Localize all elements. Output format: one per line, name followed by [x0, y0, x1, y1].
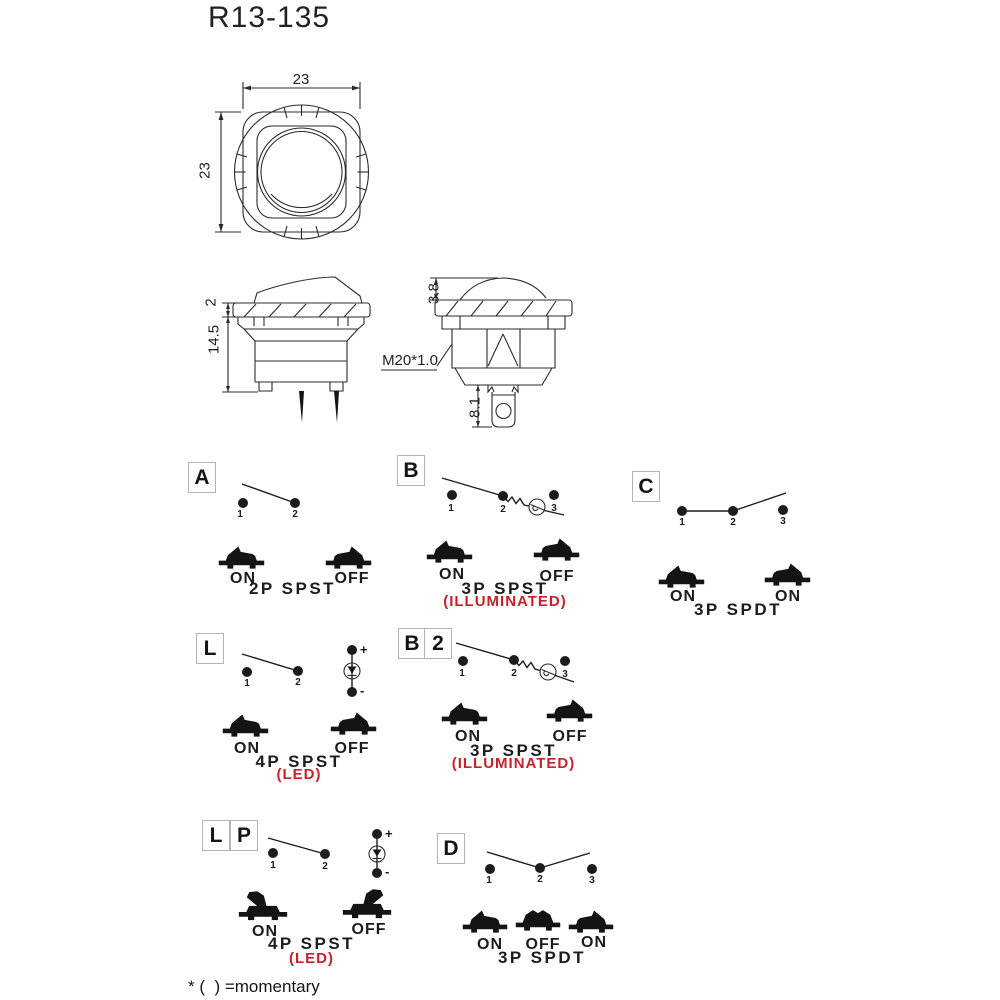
terminal-number: 3: [589, 875, 595, 886]
page-title: R13-135: [208, 1, 331, 34]
terminal-number: 2: [511, 668, 517, 679]
panel-b: B 1 2 3 ON OFF 3P SPST (ILLUMINATED): [393, 448, 613, 613]
terminal-number: 1: [486, 875, 492, 886]
panel-b-letter: B: [397, 455, 425, 486]
rocker-on-icon: [568, 910, 614, 933]
paddle-on-icon: [238, 891, 288, 921]
position-label: ON: [252, 923, 278, 940]
switch-type-label: 3P SPDT: [497, 948, 587, 967]
top-view-drawing: [215, 82, 370, 240]
rocker-on-icon: [462, 910, 508, 933]
panel-l-letter: L: [196, 633, 224, 664]
panel-b2-letter: 2: [424, 628, 452, 659]
panel-lp-letter: P: [230, 820, 258, 851]
position-label: ON: [455, 728, 481, 745]
panel-l-circuit: [241, 645, 361, 697]
panel-a-letter: A: [188, 462, 216, 493]
panel-lp-letter: L: [202, 820, 230, 851]
position-label: OFF: [525, 936, 561, 953]
panel-l: L + - 1 2 ON OFF 4P SPST (LED): [190, 623, 410, 788]
terminal-number: 2: [500, 504, 506, 515]
led-minus-sign: -: [360, 683, 365, 698]
rocker-on-icon: [218, 546, 265, 569]
switch-note: (LED): [276, 766, 322, 783]
terminal-number: 2: [537, 874, 543, 885]
rocker-on-icon: [441, 702, 488, 725]
rocker-on-icon: [764, 563, 811, 586]
led-plus-sign: +: [385, 826, 393, 841]
switch-note: (ILLUMINATED): [451, 755, 576, 772]
panel-d-letter: D: [437, 833, 465, 864]
position-label: ON: [775, 588, 801, 605]
rocker-off-icon: [330, 712, 377, 735]
rocker-off-icon: [325, 546, 372, 569]
switch-type-label: 3P SPST: [469, 741, 558, 760]
position-label: OFF: [334, 570, 370, 587]
side-view-right-drawing: [381, 277, 573, 428]
position-label: ON: [230, 570, 256, 587]
terminal-number: 2: [322, 861, 328, 872]
switch-type-label: 3P SPST: [461, 579, 549, 598]
position-label: OFF: [552, 728, 588, 745]
switch-type-label: 4P SPST: [267, 934, 356, 953]
terminal-number: 1: [459, 668, 465, 679]
dim-flange-thickness: 2: [202, 298, 220, 307]
switch-note: (LED): [289, 950, 334, 967]
terminal-number: 2: [292, 509, 298, 520]
position-label: ON: [670, 588, 696, 605]
rocker-center-icon: [515, 910, 561, 931]
panel-d: D 1 2 3 ON OFF ON 3P SPDT: [428, 818, 658, 978]
panel-b-circuit: [441, 477, 565, 516]
terminal-number: 1: [244, 678, 250, 689]
position-label: OFF: [351, 921, 387, 938]
position-label: OFF: [334, 740, 370, 757]
terminal-number: 3: [780, 516, 786, 527]
rocker-on-icon: [658, 565, 705, 588]
rocker-off-icon: [546, 699, 593, 722]
rocker-on-icon: [222, 714, 269, 737]
terminal-number: 1: [679, 517, 685, 528]
panel-a-circuit: [238, 483, 300, 508]
panel-d-circuit: [485, 851, 597, 874]
terminal-number: 1: [448, 503, 454, 514]
switch-note: (ILLUMINATED): [443, 593, 567, 610]
position-label: ON: [234, 740, 260, 757]
panel-c: C 1 2 3 ON ON 3P SPDT: [625, 458, 845, 619]
switch-type-label: 3P SPDT: [693, 600, 783, 619]
dim-top-width: 23: [292, 71, 310, 88]
momentary-footnote: * ( ) =momentary: [188, 977, 320, 996]
panel-b2: B 2 1 2 3 ON OFF 3P SPST (ILLUMINATED): [393, 618, 618, 788]
position-label: OFF: [539, 568, 575, 585]
rocker-off-icon: [533, 538, 580, 561]
panel-c-circuit: [677, 492, 788, 516]
dim-body-height: 14.5: [205, 324, 223, 355]
led-plus-sign: +: [360, 642, 368, 657]
panel-a: A 1 2 ON OFF 2P SPST: [185, 455, 400, 615]
terminal-number: 1: [270, 860, 276, 871]
dim-terminal-length: 8.1: [466, 397, 484, 418]
thread-callout: M20*1.0: [382, 352, 438, 369]
panel-lp: L P + - 1 2 ON OFF 4P SPST (LED): [195, 813, 420, 983]
position-label: ON: [439, 566, 465, 583]
panel-lp-circuit: [267, 829, 386, 878]
dim-top-height: 23: [196, 162, 214, 179]
terminal-number: 2: [295, 677, 301, 688]
switch-type-label: 2P SPST: [248, 579, 337, 598]
side-view-left-drawing: [222, 276, 371, 423]
paddle-off-icon: [342, 889, 392, 919]
rocker-on-icon: [426, 540, 473, 563]
led-minus-sign: -: [385, 864, 390, 879]
position-label: ON: [477, 936, 503, 953]
terminal-number: 2: [730, 517, 736, 528]
panel-c-letter: C: [632, 471, 660, 502]
dim-rocker-height: 3.8: [425, 283, 443, 304]
switch-type-label: 4P SPST: [255, 752, 343, 771]
terminal-number: 3: [562, 669, 568, 680]
terminal-number: 1: [237, 509, 243, 520]
terminal-number: 3: [551, 503, 557, 514]
panel-b2-circuit: [455, 642, 575, 683]
position-label: ON: [581, 934, 607, 951]
